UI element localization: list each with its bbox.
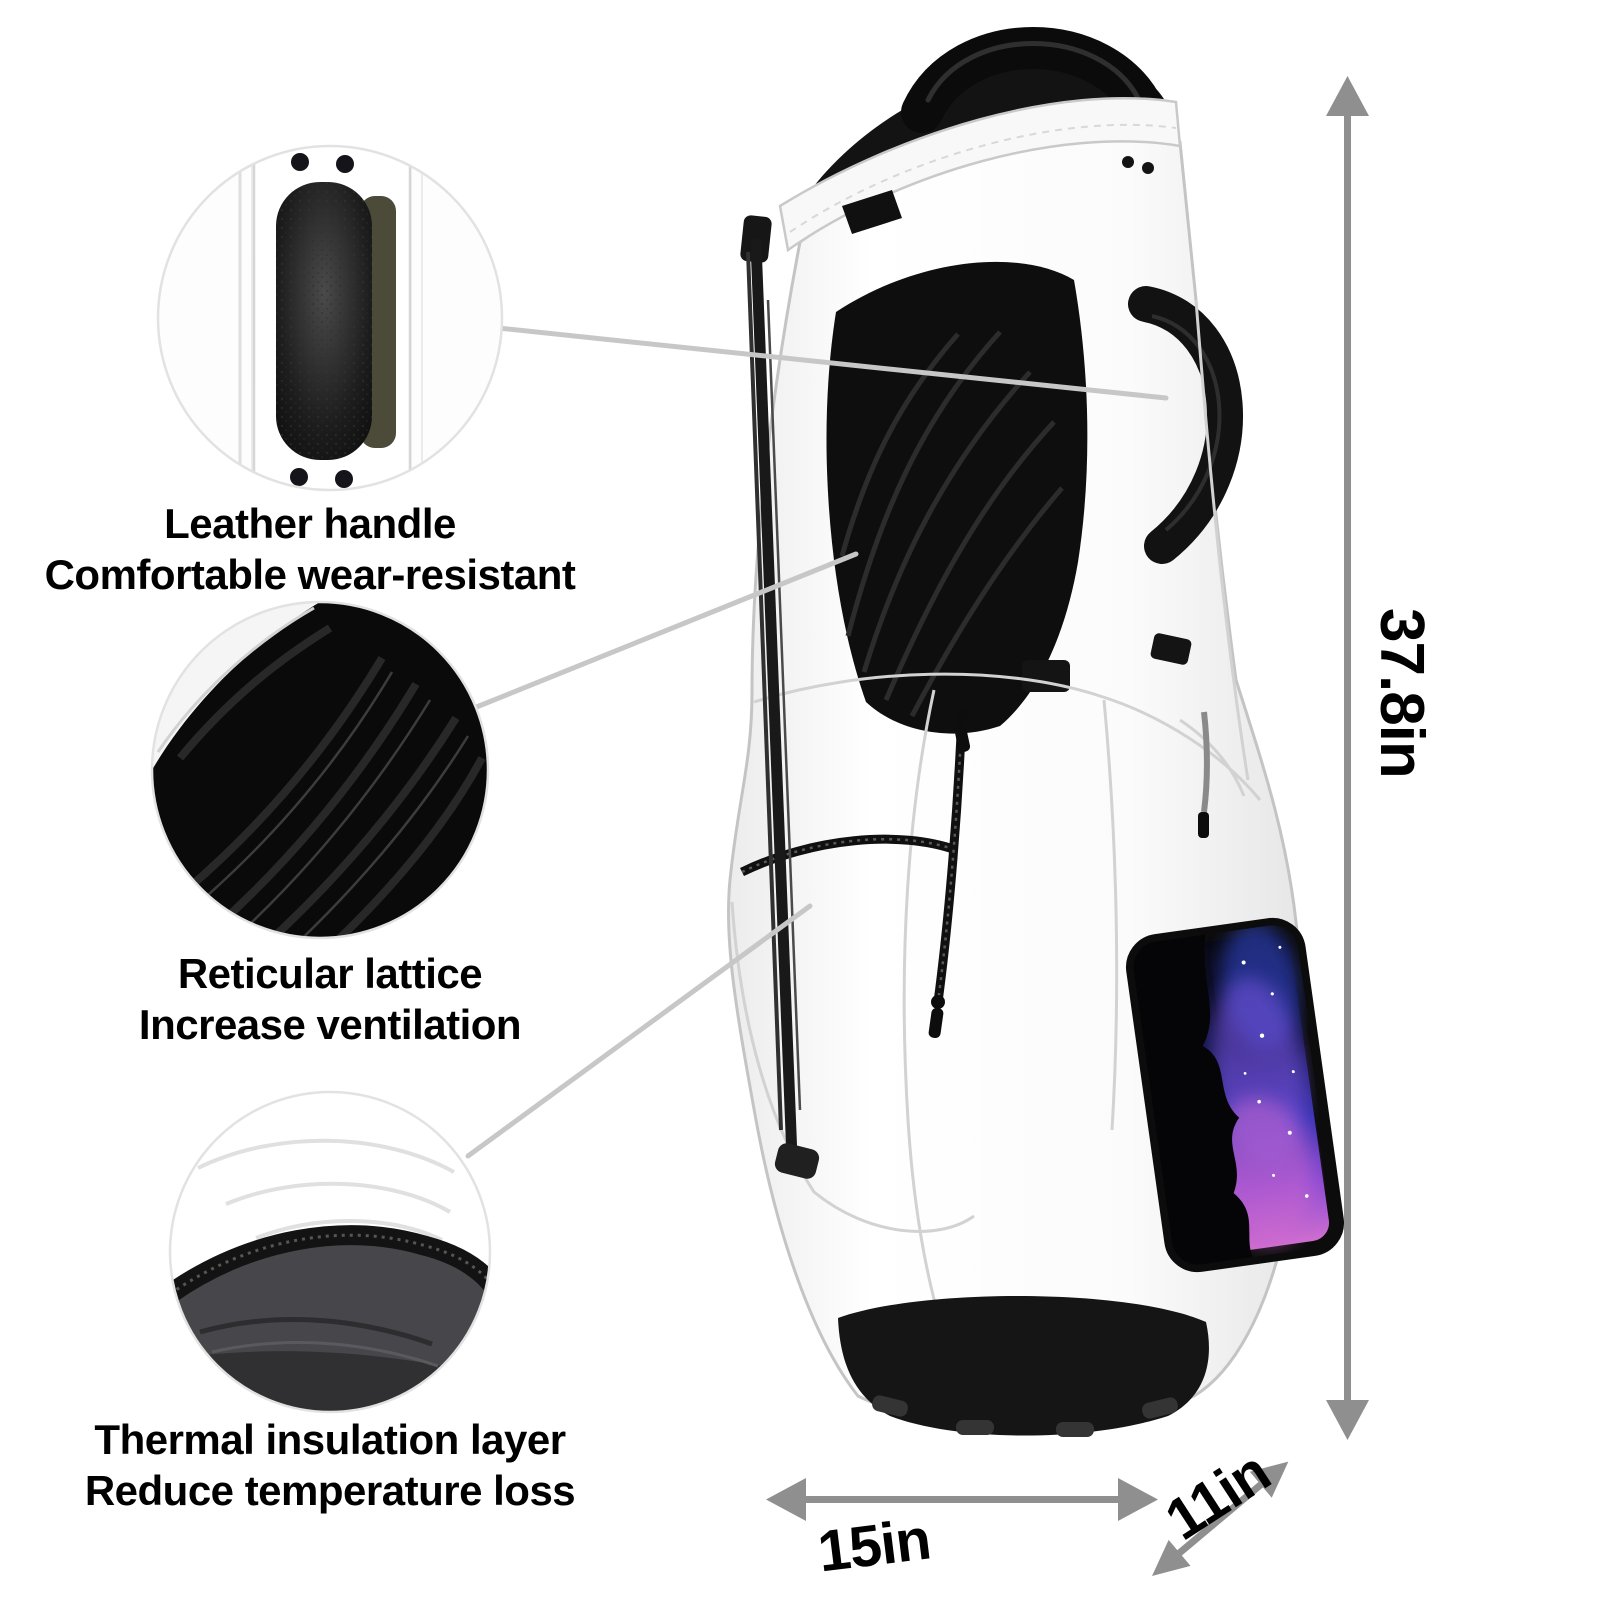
callout-subtitle: Reduce temperature loss	[84, 1467, 576, 1514]
top-collar	[778, 96, 1182, 253]
callout-lines	[465, 325, 1169, 1159]
galaxy-pocket	[1125, 917, 1345, 1273]
collar-stitching	[789, 123, 1177, 233]
width-arrow	[766, 1478, 1158, 1521]
stand-legs	[740, 215, 820, 1179]
buckle-right	[1150, 633, 1192, 665]
snap-rivet	[335, 470, 353, 488]
buckle-top	[842, 190, 902, 234]
zipper-pull	[953, 722, 971, 752]
connector-mesh	[471, 551, 859, 711]
mesh-fabric-closeup	[150, 600, 490, 940]
galaxy-silhouette	[1130, 934, 1253, 1268]
zipper-pull	[1198, 812, 1209, 838]
callout-title: Leather handle	[164, 500, 456, 547]
zipper-pull	[931, 995, 945, 1009]
collar-grommet	[1122, 156, 1134, 168]
connector-leather-handle	[495, 325, 1169, 401]
carry-handle-top	[901, 27, 1165, 133]
insulated-pocket-closeup	[168, 1090, 492, 1414]
snap-rivet	[336, 155, 354, 173]
width-dimension-label: 15in	[814, 1506, 934, 1585]
zipper-pull	[928, 1007, 944, 1039]
bag-base	[838, 1295, 1209, 1436]
callout-title: Reticular lattice	[177, 950, 483, 997]
mesh-texture	[839, 330, 1064, 718]
height-arrow	[1326, 76, 1369, 1440]
callout-leather-handle: Leather handle Comfortable wear-resistan…	[0, 498, 620, 600]
snap-rivet	[291, 153, 309, 171]
stars	[1241, 945, 1309, 1198]
collar-grommet	[1142, 162, 1154, 174]
carry-handle-highlight	[925, 41, 1141, 103]
top-pocket-zipper	[1201, 711, 1210, 813]
leather-handle-closeup	[156, 144, 504, 492]
side-handle-highlight	[1151, 314, 1222, 532]
callout-subtitle: Increase ventilation	[138, 1001, 522, 1048]
connector-insulation	[465, 903, 813, 1159]
seams	[730, 299, 1262, 1363]
zipper-pull	[955, 709, 969, 723]
side-handle	[1128, 286, 1243, 564]
callout-thermal-insulation: Thermal insulation layer Reduce temperat…	[10, 1414, 650, 1516]
callout-reticular-lattice: Reticular lattice Increase ventilation	[30, 948, 630, 1050]
depth-arrow	[1152, 1461, 1289, 1576]
base-feet	[872, 1395, 1178, 1437]
snap-rivet	[290, 468, 308, 486]
callout-subtitle: Comfortable wear-resistant	[44, 551, 576, 598]
stand-foot	[774, 1143, 820, 1179]
callout-title: Thermal insulation layer	[94, 1416, 566, 1463]
height-dimension-label: 37.8in	[1367, 608, 1436, 778]
dimension-arrows	[766, 76, 1369, 1576]
golf-bag	[726, 27, 1345, 1437]
